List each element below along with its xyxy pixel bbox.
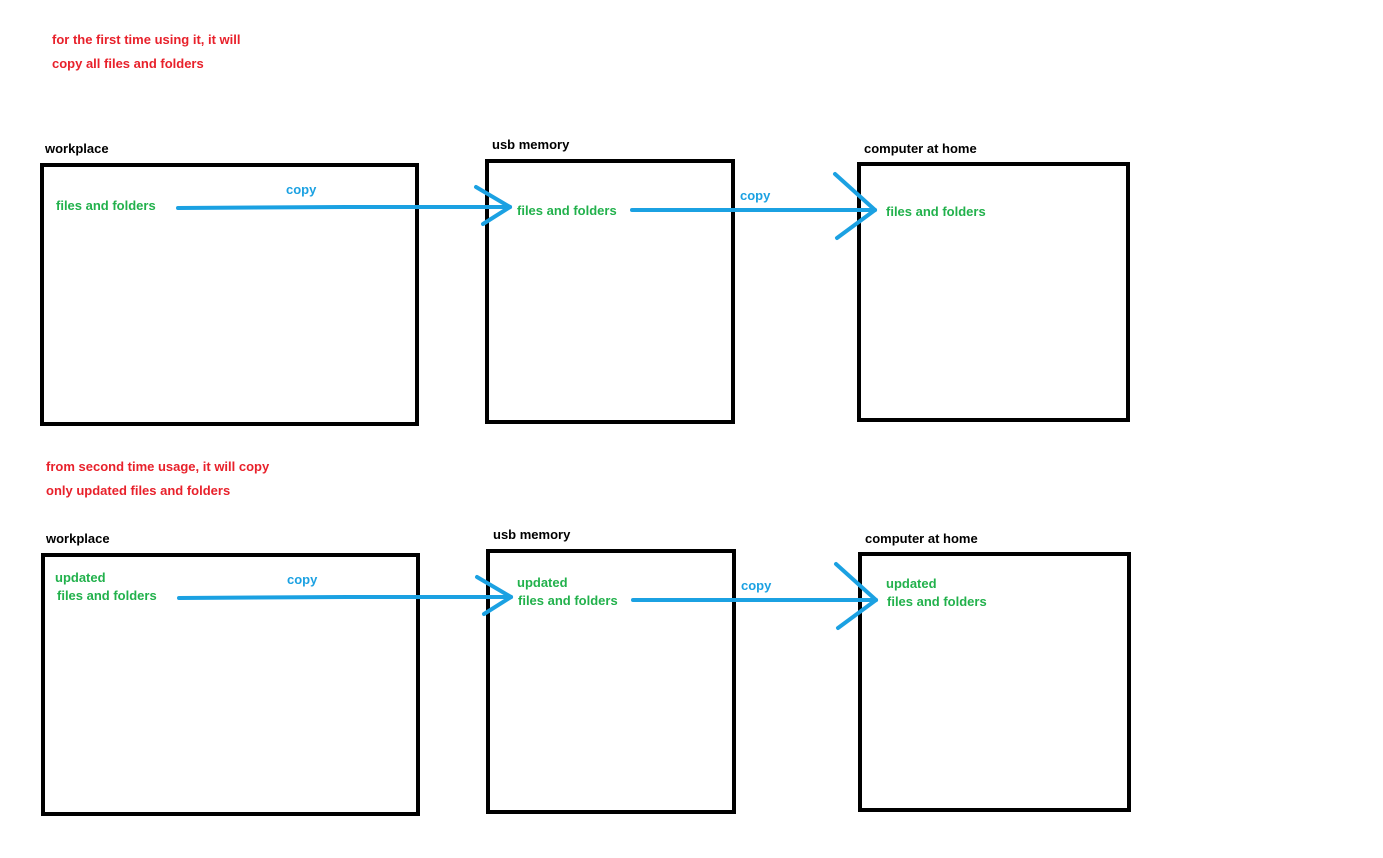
copy-label-workplace-to-usb-second: copy [287, 572, 318, 587]
home-title-second: computer at home [865, 531, 978, 546]
home-title-first: computer at home [864, 141, 977, 156]
first-time-note-line-2: copy all files and folders [52, 56, 204, 71]
first-time-note-line-1: for the first time using it, it will [52, 32, 241, 47]
first-time-note: for the first time using it, it will cop… [52, 28, 241, 76]
usb-content-line-2: files and folders [518, 593, 618, 608]
home-content-line-2: files and folders [887, 594, 987, 609]
copy-label-usb-to-home-second: copy [741, 578, 772, 593]
copy-label-usb-to-home-first: copy [740, 188, 771, 203]
home-box-first [857, 162, 1130, 422]
home-content-line-1: updated [886, 576, 937, 591]
home-content-second: updated files and folders [886, 575, 987, 611]
usb-content-first: files and folders [517, 202, 617, 220]
second-time-note: from second time usage, it will copy onl… [46, 455, 269, 503]
workplace-content-line-1: updated [55, 570, 106, 585]
usb-box-second [486, 549, 736, 814]
usb-content-line-1: updated [517, 575, 568, 590]
usb-content-line-1: files and folders [517, 203, 617, 218]
home-content-first: files and folders [886, 203, 986, 221]
second-time-note-line-1: from second time usage, it will copy [46, 459, 270, 474]
workplace-title-second: workplace [46, 531, 110, 546]
workplace-content-line-2: files and folders [57, 588, 157, 603]
usb-content-second: updated files and folders [517, 574, 618, 610]
usb-title-first: usb memory [492, 137, 570, 152]
usb-box-first [485, 159, 735, 424]
home-box-second [858, 552, 1131, 812]
copy-label-workplace-to-usb-first: copy [286, 182, 317, 197]
home-content-line-1: files and folders [886, 204, 986, 219]
workplace-content-first: files and folders [56, 197, 156, 215]
workplace-title-first: workplace [45, 141, 109, 156]
workplace-content-second: updated files and folders [55, 569, 157, 605]
second-time-note-line-2: only updated files and folders [46, 483, 231, 498]
workplace-content-line-1: files and folders [56, 198, 156, 213]
usb-title-second: usb memory [493, 527, 571, 542]
